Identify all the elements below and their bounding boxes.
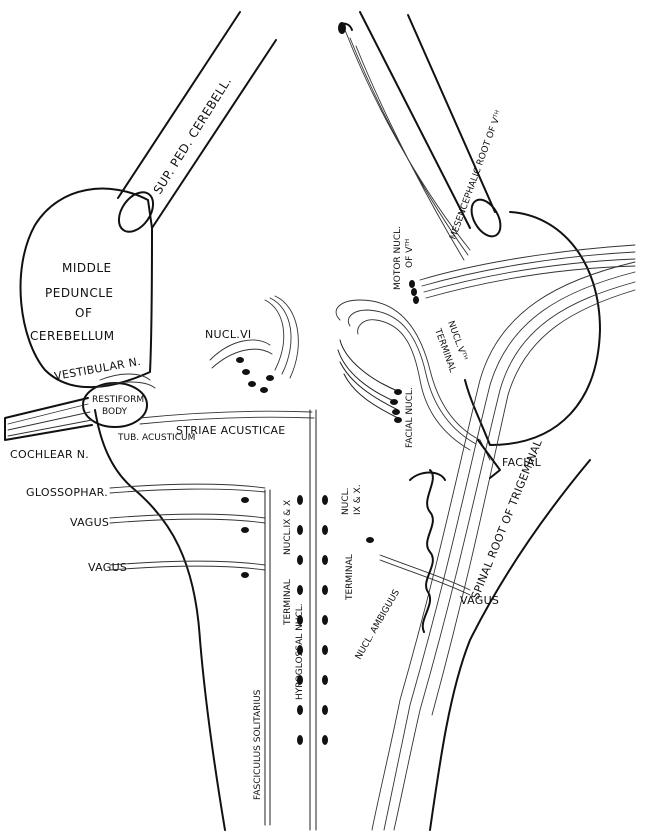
label-middle-3: OF xyxy=(75,306,92,320)
spinal-root-fibers xyxy=(372,262,635,830)
nucl-ambiguus-top xyxy=(410,473,445,481)
label-vagus-2: VAGUS xyxy=(88,561,127,574)
nucl-ambiguus xyxy=(423,470,433,632)
label-facial-nucl: FACIAL NUCL. xyxy=(405,387,415,448)
label-nucl-ix-x2b: IX & X. xyxy=(353,484,363,515)
facial-cells xyxy=(390,389,402,423)
label-sup-ped: SUP. PED. CEREBELL. xyxy=(151,74,235,196)
label-middle-4: CEREBELLUM xyxy=(30,329,115,343)
label-terminal-left: TERMINAL xyxy=(283,579,293,626)
label-motor-nucl: MOTOR NUCL. xyxy=(393,226,403,290)
right-oval-outline xyxy=(465,212,600,445)
label-glossophar: GLOSSOPHAR. xyxy=(26,486,108,499)
mesenc-cell xyxy=(338,22,346,34)
label-middle-1: MIDDLE xyxy=(62,261,112,275)
label-mesenc: MESENCEPHALIC ROOT OF Vᵀᴴ xyxy=(448,109,504,241)
label-cochlear: COCHLEAR N. xyxy=(10,448,89,461)
label-nucl-ix-x2a: NUCL. xyxy=(341,488,351,515)
label-vestibular: VESTIBULAR N. xyxy=(53,355,142,383)
vagus1-fibers xyxy=(110,514,265,523)
label-middle-2: PEDUNCLE xyxy=(45,286,113,300)
label-nucl-amb: NUCL. AMBIGUUS xyxy=(354,588,402,662)
midline xyxy=(310,410,316,830)
motor-v-fibers xyxy=(420,245,635,298)
cochlear-fibers xyxy=(8,404,92,436)
mesenc-fibers xyxy=(345,30,470,260)
nucl-vi-cells xyxy=(236,357,274,393)
label-hypoglossal: HYPOGLOSSAL NUCL. xyxy=(295,603,305,700)
fasciculus-solitarius xyxy=(265,490,270,825)
label-motor-nucl2: OF Vᵀᴴ xyxy=(405,239,415,268)
label-nucl-ix-x: NUCL.IX & X xyxy=(283,500,293,555)
label-vagus-3: VAGUS xyxy=(460,594,499,607)
brainstem-outline-left xyxy=(95,410,225,830)
label-restiform-2: BODY xyxy=(102,407,128,417)
label-vagus-1: VAGUS xyxy=(70,516,109,529)
restiform-body xyxy=(83,383,147,427)
striae-fibers xyxy=(140,411,314,424)
label-restiform-1: RESTIFORM xyxy=(92,395,144,405)
label-fasc-sol: FASCICULUS SOLITARIUS xyxy=(253,689,263,800)
label-striae: STRIAE ACUSTICAE xyxy=(176,424,286,437)
facial-radiation xyxy=(338,340,400,418)
motor-v-cells xyxy=(409,280,419,304)
label-terminal-right: TERMINAL xyxy=(345,554,355,601)
label-facial: FACIAL xyxy=(502,456,542,469)
label-nucl-vi: NUCL.VI xyxy=(205,328,251,341)
